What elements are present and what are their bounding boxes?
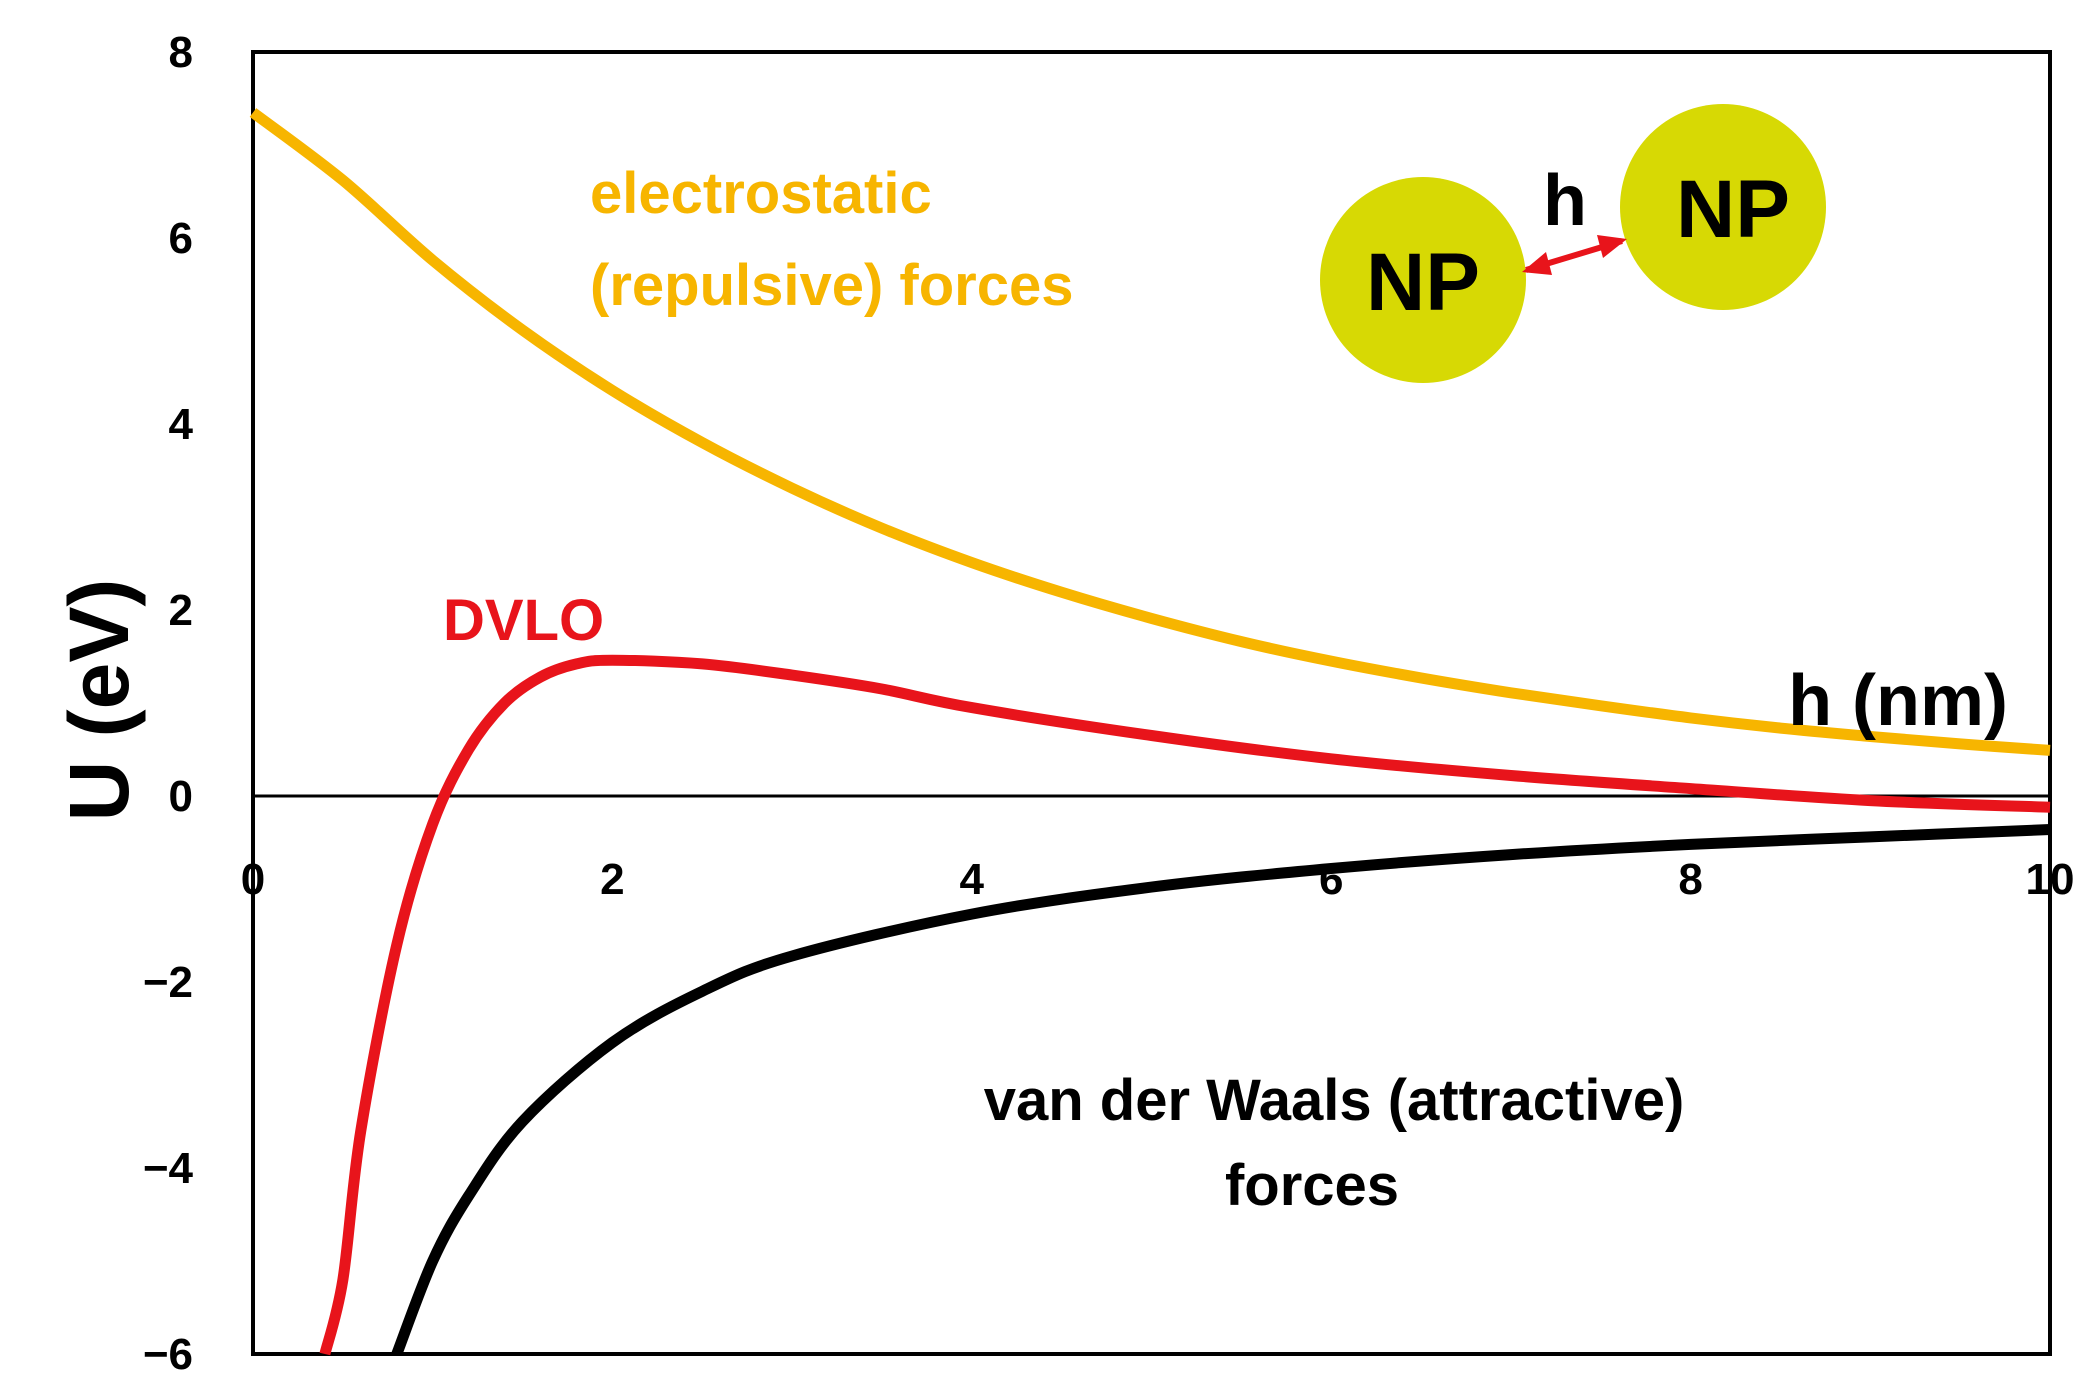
dvlo-label: DVLO — [443, 588, 604, 653]
y-tick-label: 2 — [169, 586, 193, 635]
nanoparticle-left-label: NP — [1366, 237, 1480, 328]
x-axis-title: h (nm) — [1788, 661, 2008, 741]
x-tick-label: 10 — [2026, 855, 2075, 904]
separation-arrowhead-left — [1522, 252, 1552, 275]
electrostatic-label-line2: (repulsive) forces — [590, 253, 1074, 318]
y-tick-labels: 8 6 4 2 0 −2 −4 −6 — [143, 28, 194, 1379]
plot-area-frame — [251, 50, 2052, 1356]
vdw-label-line1: van der Waals (attractive) — [984, 1068, 1685, 1133]
y-tick-label: 4 — [169, 400, 194, 449]
nanoparticle-right — [1620, 104, 1826, 310]
separation-h-label: h — [1543, 161, 1587, 241]
dvlo-curve — [319, 654, 2051, 1356]
y-tick-label: 6 — [169, 214, 193, 263]
y-axis-title: U (eV) — [52, 579, 146, 822]
electrostatic-label-line1: electrostatic — [590, 161, 932, 226]
van-der-waals-curve — [391, 824, 2051, 1356]
vdw-label-line2: forces — [1225, 1153, 1399, 1218]
x-tick-label: 2 — [600, 855, 624, 904]
nanoparticle-left — [1320, 177, 1526, 383]
nanoparticle-right-label: NP — [1676, 164, 1790, 255]
y-tick-label: −6 — [143, 1330, 193, 1379]
y-tick-label: 0 — [169, 772, 193, 821]
x-tick-label: 0 — [241, 855, 265, 904]
electrostatic-curve — [249, 108, 2051, 756]
x-tick-label: 8 — [1678, 855, 1702, 904]
nanoparticle-schematic: NP NP h — [1320, 104, 1826, 383]
y-tick-label: −2 — [143, 958, 193, 1007]
y-tick-label: 8 — [169, 28, 193, 77]
separation-arrowhead-right — [1597, 235, 1627, 258]
y-tick-label: −4 — [143, 1144, 194, 1193]
series-layer — [249, 108, 2051, 1356]
x-tick-label: 4 — [960, 855, 985, 904]
